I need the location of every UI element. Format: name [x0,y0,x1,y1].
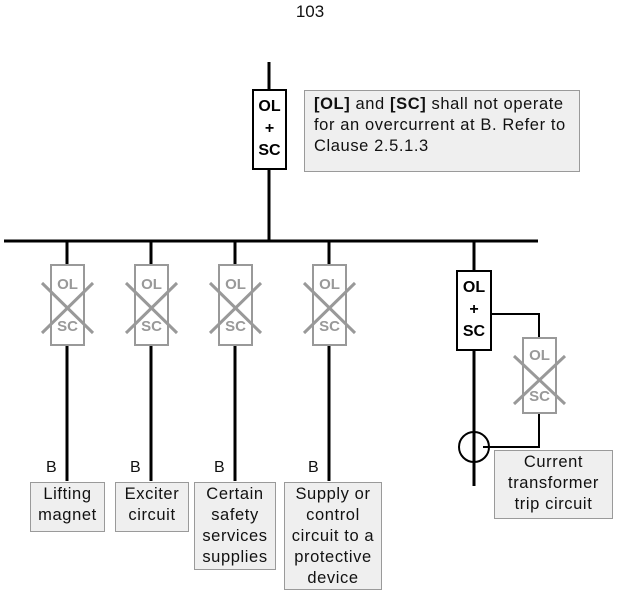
branch-label-lifting-magnet: Lifting magnet [30,482,105,532]
crossed-ol-sc-device-3: OL SC [208,264,263,346]
top-device-sc: SC [258,142,281,159]
point-b-label-2: B [130,459,142,476]
note-sc-ref: [SC] [390,95,427,113]
right-device-ol: OL [463,279,485,296]
branch-label-safety-services: Certain safety services supplies [194,482,276,570]
top-device-plus: + [265,120,274,137]
top-device-ol: OL [258,98,280,115]
svg-text:OL: OL [319,276,340,293]
note-text-2: shall not operate for an overcurrent at … [314,95,566,155]
right-device-plus: + [469,301,478,318]
svg-text:SC: SC [57,318,78,335]
svg-text:SC: SC [141,318,162,335]
point-b-label-1: B [46,459,58,476]
crossed-ol-sc-device-4: OL SC [302,264,357,346]
svg-text:SC: SC [529,388,550,405]
point-b-label-4: B [308,459,320,476]
svg-text:SC: SC [225,318,246,335]
crossed-ol-sc-device-1: OL SC [40,264,95,346]
page-number: 103 [295,2,325,21]
current-transformer-symbol-right [473,431,490,463]
top-ol-sc-device [252,89,287,170]
right-device-sc: SC [463,323,486,340]
right-ol-sc-device [456,270,492,351]
current-transformer-symbol [458,431,475,463]
branch-label-exciter-circuit: Exciter circuit [115,482,189,532]
svg-text:OL: OL [141,276,162,293]
svg-text:OL: OL [225,276,246,293]
point-b-label-3: B [214,459,226,476]
svg-text:OL: OL [529,347,550,364]
svg-text:OL: OL [57,276,78,293]
note-ol-ref: [OL] [314,95,351,113]
crossed-ol-sc-device-2: OL SC [124,264,179,346]
svg-text:SC: SC [319,318,340,335]
crossed-ol-sc-device-5: OL SC [512,337,567,414]
ct-trip-circuit-label: Current transformer trip circuit [494,450,613,519]
clause-note: [OL] and [SC] shall not operate for an o… [304,90,580,172]
note-text-1: and [350,95,391,113]
branch-label-supply-or-control: Supply or control circuit to a protectiv… [284,482,382,590]
